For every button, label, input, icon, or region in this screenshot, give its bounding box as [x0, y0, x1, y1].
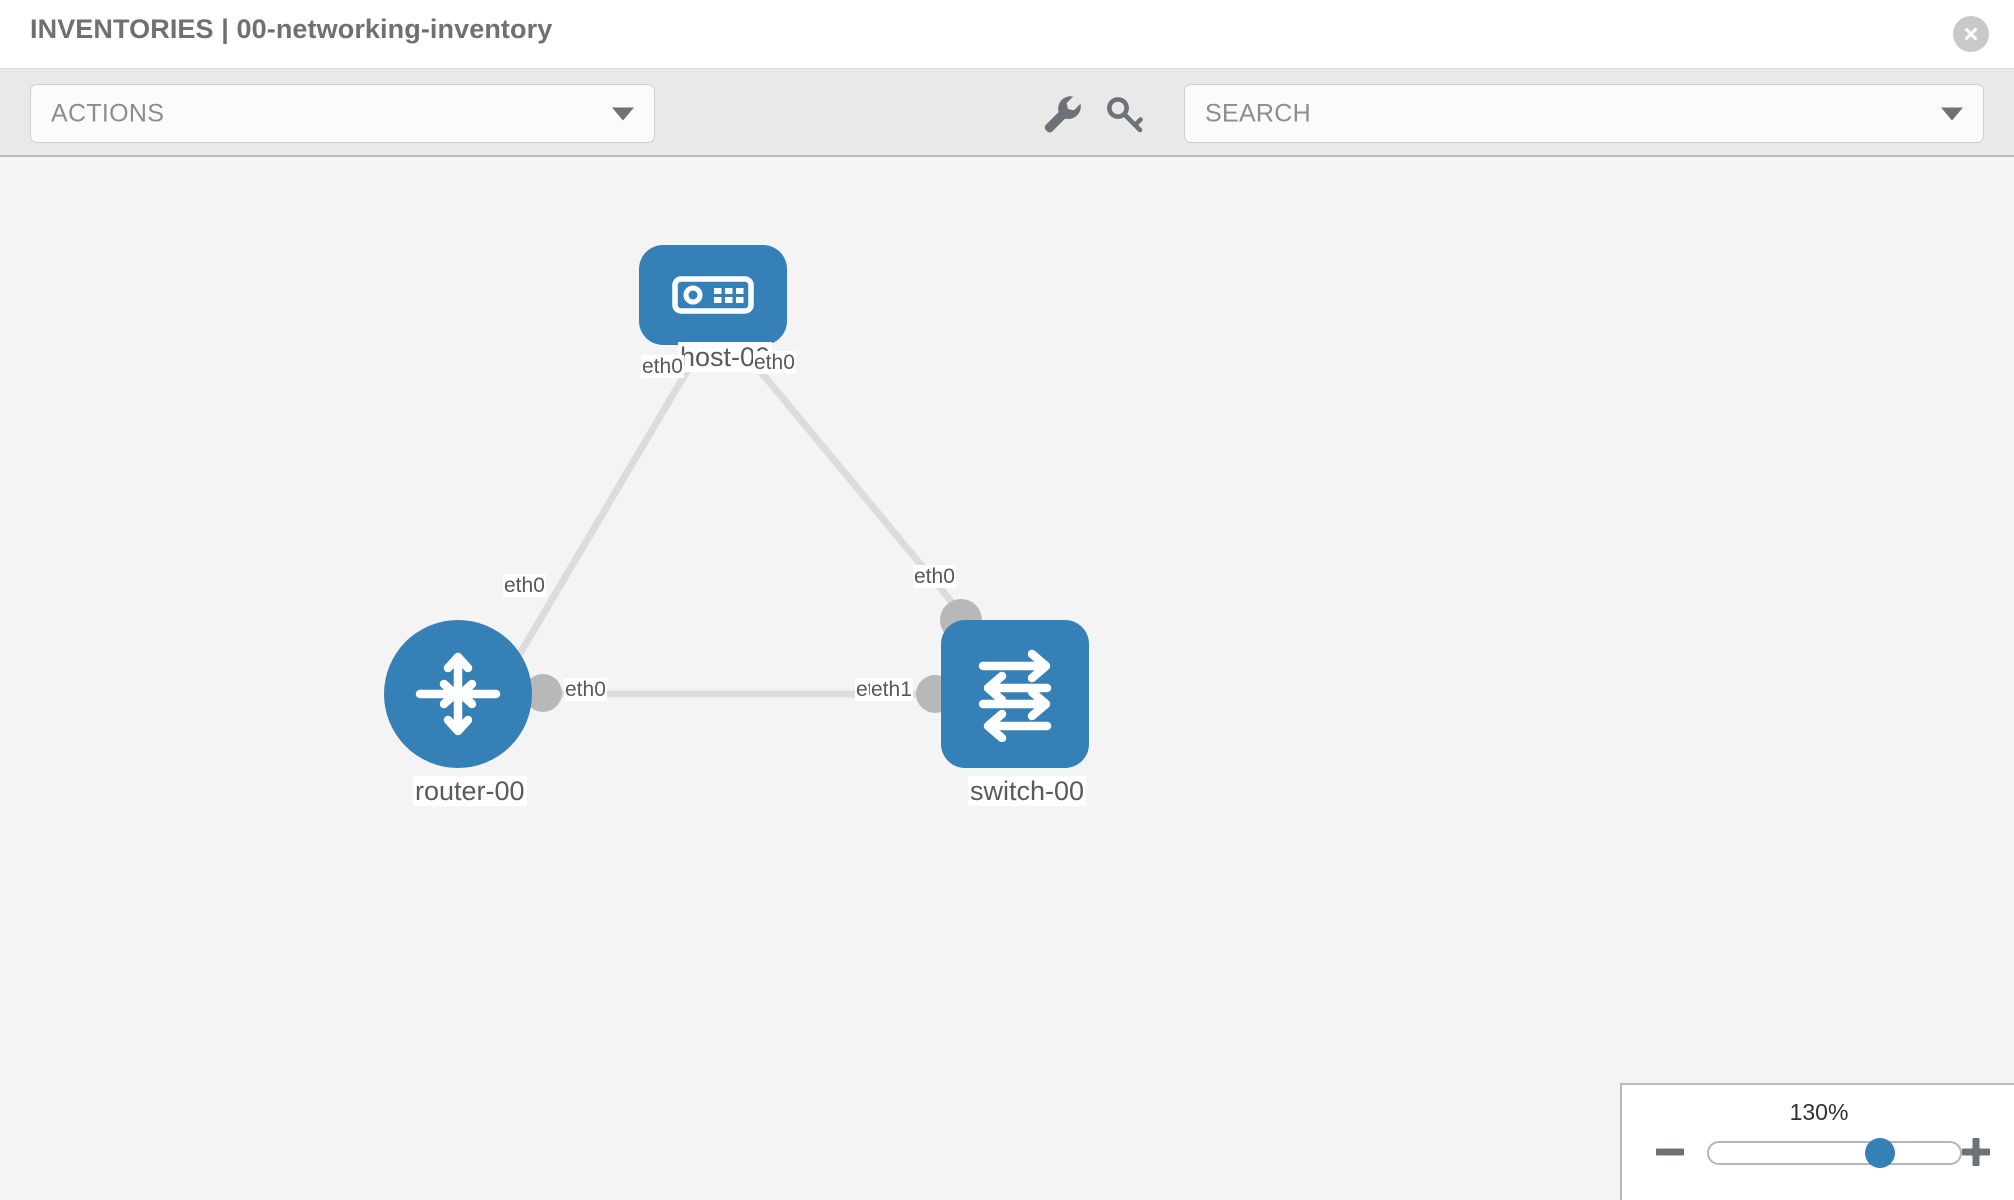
chevron-down-icon [612, 107, 634, 120]
wrench-icon[interactable] [1034, 86, 1088, 140]
node-host-00[interactable] [639, 245, 787, 345]
actions-dropdown[interactable]: ACTIONS [30, 84, 655, 143]
link-router00-host00 [501, 347, 704, 681]
iface-label-host-right: eth0 [753, 351, 796, 375]
minus-icon [1656, 1148, 1684, 1156]
node-router-00[interactable] [384, 620, 532, 768]
node-switch-00[interactable] [941, 620, 1089, 768]
zoom-out-button[interactable] [1653, 1135, 1687, 1169]
window-header: INVENTORIES | 00-networking-inventory [0, 0, 2014, 69]
zoom-slider-thumb[interactable] [1864, 1138, 1895, 1168]
zoom-level-value: 130% [1789, 1099, 1849, 1125]
switch-node-shape [941, 620, 1089, 768]
key-icon[interactable] [1098, 86, 1152, 140]
chevron-down-icon [1941, 107, 1963, 120]
iface-label-switch-up: eth0 [913, 565, 956, 589]
search-input[interactable]: SEARCH [1184, 84, 1984, 143]
router-node-shape [384, 620, 532, 768]
router-four-arrows-icon [415, 652, 501, 736]
node-label-switch-00: switch-00 [968, 776, 1087, 807]
actions-dropdown-label: ACTIONS [51, 99, 165, 127]
server-device-icon [672, 276, 754, 314]
iface-label-switch-left-b: eth1 [870, 678, 913, 702]
zoom-in-button[interactable] [1959, 1135, 1993, 1169]
iface-label-host-left: eth0 [641, 355, 684, 379]
switch-arrows-icon [978, 649, 1052, 742]
plus-icon [1962, 1138, 1990, 1166]
page-title: INVENTORIES | 00-networking-inventory [30, 14, 553, 44]
host-node-shape [639, 245, 787, 345]
zoom-control-panel: 130% [1620, 1083, 2014, 1200]
search-placeholder-label: SEARCH [1205, 99, 1311, 127]
iface-label-router-up: eth0 [503, 574, 546, 598]
close-icon[interactable] [1953, 16, 1989, 52]
node-label-router-00: router-00 [413, 776, 527, 807]
iface-label-router-right: eth0 [564, 678, 607, 702]
topology-canvas[interactable]: host-00 eth0 eth0 [0, 159, 2014, 1200]
zoom-slider[interactable] [1707, 1138, 1962, 1168]
